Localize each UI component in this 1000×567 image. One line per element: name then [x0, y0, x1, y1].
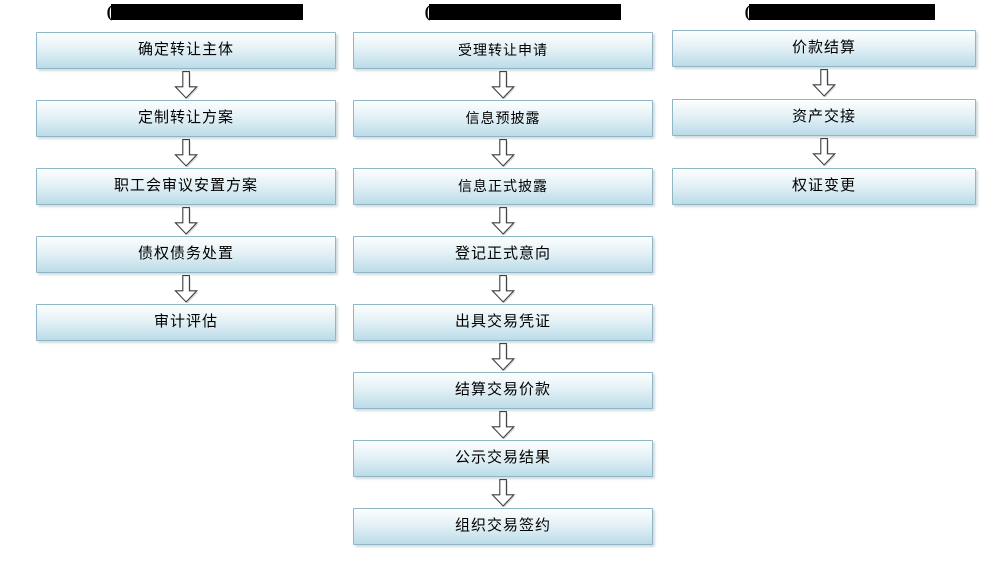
flow-arrow-down-icon	[490, 274, 516, 304]
process-node-label: 资产交接	[791, 109, 856, 125]
column-header-paren: (	[106, 2, 113, 21]
process-node[interactable]: 组织交易签约	[353, 508, 653, 545]
process-node-label: 权证变更	[791, 178, 856, 194]
process-node[interactable]: 资产交接	[672, 99, 976, 136]
process-node-label: 价款结算	[791, 40, 856, 56]
process-node[interactable]: 确定转让主体	[36, 32, 336, 69]
column-header-redaction-bar	[749, 4, 936, 20]
flow-arrow-down-icon	[173, 274, 199, 304]
process-node-label: 出具交易凭证	[454, 314, 551, 330]
flow-arrow-down-icon	[490, 410, 516, 440]
flow-arrow-down-icon	[173, 70, 199, 100]
flow-arrow-down-icon	[490, 138, 516, 168]
process-node[interactable]: 审计评估	[36, 304, 336, 341]
process-node-label: 职工会审议安置方案	[113, 178, 258, 194]
process-node[interactable]: 结算交易价款	[353, 372, 653, 409]
flow-arrow-down-icon	[811, 68, 837, 98]
process-node-label: 结算交易价款	[454, 382, 551, 398]
flow-arrow-down-icon	[490, 478, 516, 508]
process-node[interactable]: 职工会审议安置方案	[36, 168, 336, 205]
column-header-paren: (	[744, 2, 751, 21]
process-node-label: 信息预披露	[465, 110, 541, 127]
flow-arrow-down-icon	[173, 138, 199, 168]
process-node[interactable]: 信息正式披露	[353, 168, 653, 205]
process-node[interactable]: 信息预披露	[353, 100, 653, 137]
process-node-label: 受理转让申请	[458, 42, 548, 59]
process-node-label: 定制转让方案	[137, 110, 234, 126]
process-node[interactable]: 权证变更	[672, 168, 976, 205]
process-node-label: 组织交易签约	[454, 518, 551, 534]
column-header-1: (	[102, 1, 308, 23]
process-node[interactable]: 定制转让方案	[36, 100, 336, 137]
column-header-3: (	[740, 1, 940, 23]
process-node[interactable]: 出具交易凭证	[353, 304, 653, 341]
flow-arrow-down-icon	[490, 342, 516, 372]
process-node[interactable]: 公示交易结果	[353, 440, 653, 477]
column-header-2: (	[420, 1, 626, 23]
process-node-label: 信息正式披露	[458, 178, 548, 195]
flow-arrow-down-icon	[490, 206, 516, 236]
process-node[interactable]: 登记正式意向	[353, 236, 653, 273]
process-node[interactable]: 债权债务处置	[36, 236, 336, 273]
process-node-label: 登记正式意向	[454, 246, 551, 262]
process-node[interactable]: 价款结算	[672, 30, 976, 67]
process-node[interactable]: 受理转让申请	[353, 32, 653, 69]
process-node-label: 公示交易结果	[454, 450, 551, 466]
column-header-redaction-bar	[111, 4, 304, 20]
process-node-label: 审计评估	[153, 314, 218, 330]
flow-arrow-down-icon	[811, 137, 837, 167]
flow-arrow-down-icon	[173, 206, 199, 236]
column-header-redaction-bar	[429, 4, 622, 20]
process-node-label: 债权债务处置	[137, 246, 234, 262]
process-node-label: 确定转让主体	[137, 42, 234, 58]
flow-arrow-down-icon	[490, 70, 516, 100]
column-header-paren: (	[424, 2, 431, 21]
